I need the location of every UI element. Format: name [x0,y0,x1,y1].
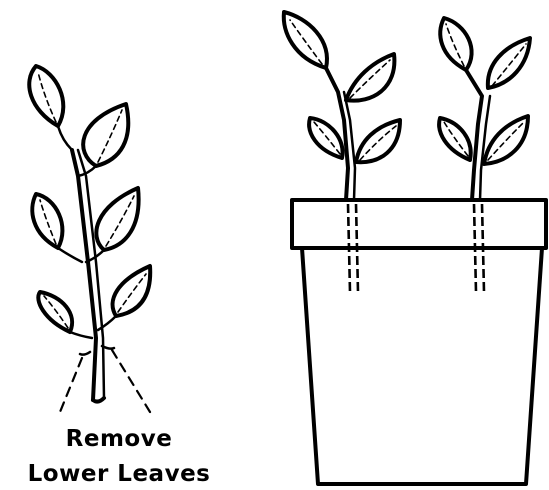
cutting-leaf-top-left [29,66,63,126]
cutting-leaf-low-left [38,292,72,332]
pot-illustration [284,12,546,484]
pointer-line-left [60,358,82,412]
potted-cutting-right [439,18,530,200]
cutting-leaf-top-right [83,104,128,166]
pointer-line-right [112,350,150,412]
cutting-leaf-low-right [113,266,151,316]
caption-remove: Remove [0,428,238,451]
potted-cutting-left [284,12,400,200]
petiole-top-left [58,126,72,150]
potted-right-leaf-top-right [488,38,530,88]
petiole-top-right [78,166,96,176]
leaf-scar-left [80,352,90,355]
petiole-mid-left [58,248,82,262]
petiole-low-left [70,332,92,338]
cutting-stem [72,150,96,400]
cutting-leaf-mid-left [32,194,62,248]
cutting-leaf-mid-right [96,188,138,250]
pot-body [302,248,542,484]
caption-lower-leaves: Lower Leaves [0,463,238,486]
cutting-illustration [29,66,150,412]
pot-rim [292,200,546,248]
potted-right-leaf-top-left [440,18,471,70]
potted-left-leaf-low-right [356,120,400,162]
